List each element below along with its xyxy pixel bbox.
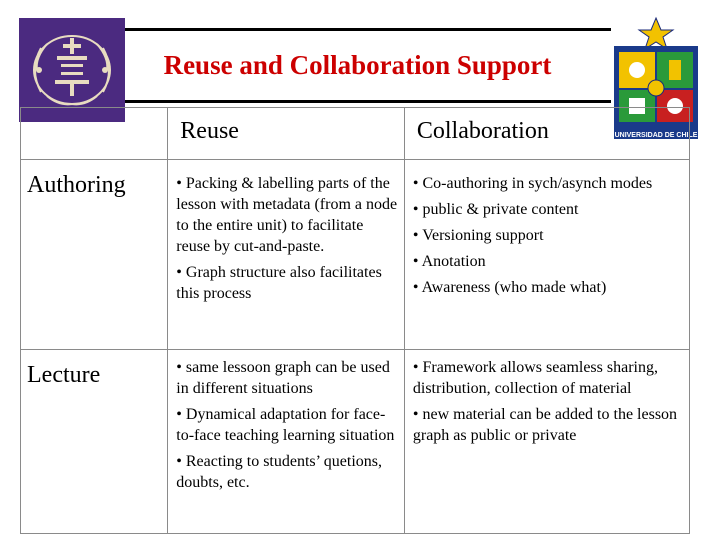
table-header-row: Reuse Collaboration (19, 107, 691, 160)
header-collaboration: Collaboration (403, 107, 691, 160)
authoring-reuse-point: • Graph structure also facilitates this … (176, 264, 382, 302)
lecture-reuse-point: • same lessoon graph can be used in diff… (176, 359, 390, 397)
lecture-collab-point: • new material can be added to the lesso… (412, 406, 678, 444)
authoring-collab-point: • Anotation (412, 253, 486, 270)
authoring-reuse-cell: • Packing & labelling parts of the lesso… (167, 159, 405, 350)
university-seal-icon (19, 18, 125, 122)
header-reuse: Reuse (167, 107, 405, 160)
authoring-collab-point: • Co-authoring in sych/asynch modes (412, 175, 653, 192)
lecture-reuse-cell: • same lessoon graph can be used in diff… (167, 349, 405, 534)
slide-title: Reuse and Collaboration Support (163, 50, 552, 80)
title-bar: Reuse and Collaboration Support (100, 28, 615, 103)
authoring-collab-point: • Awareness (who made what) (412, 279, 607, 296)
table-row-authoring: Authoring • Packing & labelling parts of… (19, 159, 691, 350)
lecture-reuse-point: • Reacting to students’ quetions, doubts… (176, 453, 382, 491)
title-bottom-rule (100, 100, 615, 103)
row-label-authoring: Authoring (19, 159, 169, 350)
authoring-collab-point: • public & private content (412, 201, 579, 218)
authoring-collab-point: • Versioning support (412, 227, 544, 244)
header-empty-cell (19, 107, 169, 160)
lecture-collab-point: • Framework allows seamless sharing, dis… (412, 359, 658, 397)
title-top-rule (100, 28, 615, 31)
lecture-reuse-point: • Dynamical adaptation for face-to-face … (176, 406, 395, 444)
row-label-lecture: Lecture (19, 349, 169, 534)
table-row-lecture: Lecture • same lessoon graph can be used… (19, 349, 691, 534)
authoring-collaboration-cell: • Co-authoring in sych/asynch modes • pu… (403, 159, 691, 350)
lecture-collaboration-cell: • Framework allows seamless sharing, dis… (403, 349, 691, 534)
comparison-table: Reuse Collaboration Authoring • Packing … (19, 107, 691, 534)
authoring-reuse-point: • Packing & labelling parts of the lesso… (176, 175, 398, 255)
